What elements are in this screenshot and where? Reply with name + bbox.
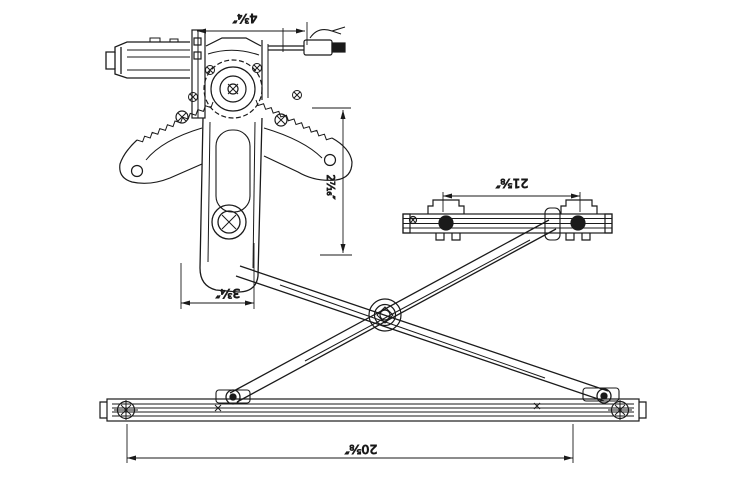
- rail-end-bolt-left: [114, 400, 138, 420]
- dimension-label-bottom-rail-width: 20⅝″: [344, 442, 377, 457]
- gear-rack-left: [136, 101, 214, 143]
- gear-rack-right: [255, 99, 333, 141]
- dimension-bottom-rail-width: 20⅝″: [126, 424, 574, 463]
- dimension-label-top-width: 4¾″: [232, 11, 257, 26]
- cross-arm: [215, 207, 561, 405]
- dimension-arm-base-width: 3¾″: [180, 243, 255, 309]
- dimension-label-sash-channel-width: 21⅝″: [495, 176, 528, 191]
- upper-sash-channel: [402, 199, 613, 241]
- main-arm: [235, 265, 620, 404]
- center-pivot: [368, 298, 402, 332]
- slider-roller-right: [570, 215, 586, 231]
- wiring-connector-plug: [268, 26, 346, 56]
- slider-roller-left: [438, 215, 454, 231]
- dimension-pivot-height: 2⁷⁄₁₆″: [312, 107, 352, 256]
- gear-drive-housing: [191, 28, 284, 119]
- dimension-top-width: 4¾″: [197, 11, 308, 45]
- gear-drum: [203, 59, 263, 119]
- dimension-sash-channel-width: 21⅝″: [442, 176, 581, 212]
- electric-motor: [105, 37, 190, 79]
- sector-gear-plate: [119, 99, 353, 184]
- housing-screws: [188, 63, 302, 102]
- rail-end-bolt-right: [608, 400, 632, 420]
- bottom-rail: [99, 398, 647, 422]
- dimension-label-pivot-height: 2⁷⁄₁₆″: [324, 175, 336, 200]
- lift-arm: [199, 117, 263, 293]
- dimension-label-arm-base-width: 3¾″: [215, 286, 240, 301]
